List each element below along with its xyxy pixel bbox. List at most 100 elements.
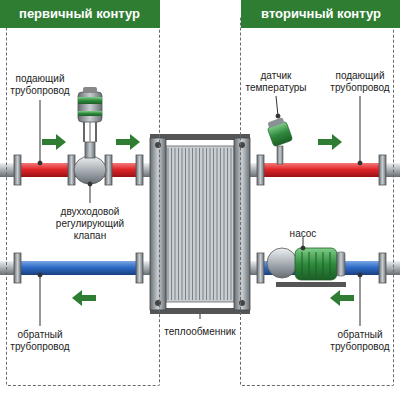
plate-heat-exchanger-symbol-part xyxy=(150,138,166,310)
pump-symbol-part xyxy=(302,252,303,276)
label-slot: насос xyxy=(278,223,328,241)
exchanger-plates-part xyxy=(213,148,214,300)
label-slot: обратный трубопровод xyxy=(323,329,397,354)
pump-symbol-part xyxy=(276,282,346,287)
temperature-sensor-symbol-part xyxy=(277,146,283,164)
return-pipe-primary-part xyxy=(0,261,150,275)
exchanger-plates-part xyxy=(178,148,179,300)
pipe-callout-label: обратный трубопровод xyxy=(323,329,397,353)
region-heading: первичный контур xyxy=(0,0,160,28)
control-valve-symbol-part xyxy=(83,122,85,142)
exchanger-plates-part xyxy=(231,148,232,300)
temperature-sensor-symbol-part xyxy=(265,116,292,146)
return-pipe-secondary-part xyxy=(385,261,400,275)
pipe-callout-label: подающий трубопровод xyxy=(323,70,397,94)
exchanger-plates xyxy=(168,148,231,300)
leader-lines-part xyxy=(40,275,41,326)
flow-arrows-part xyxy=(318,134,342,150)
pump-symbol-part xyxy=(337,252,345,276)
control-valve-symbol-part xyxy=(74,156,106,184)
flow-arrows-part xyxy=(72,290,96,306)
exchanger-plates-part xyxy=(168,148,169,300)
plate-heat-exchanger-symbol-part xyxy=(166,146,234,302)
label-slot: теплообменник xyxy=(152,321,248,339)
leader-lines-part xyxy=(38,161,42,165)
exchanger-plates-part xyxy=(182,148,183,300)
region-heading: вторичный контур xyxy=(241,0,400,28)
pipe-callout-label: обратный трубопровод xyxy=(3,329,77,353)
exchanger-plates-part xyxy=(227,148,228,300)
supply-pipe-secondary-part xyxy=(379,155,386,185)
exchanger-plates-part xyxy=(189,148,190,300)
leader-lines-part xyxy=(38,273,42,277)
leader-lines-part xyxy=(276,114,280,118)
temperature-sensor-symbol xyxy=(265,116,292,164)
label-slot: двухходовой регулирующий клапан xyxy=(48,206,132,243)
supply-pipe-secondary-part xyxy=(250,163,400,177)
plate-heat-exchanger-symbol-part xyxy=(234,138,250,310)
label-slot: датчик температуры xyxy=(238,70,314,95)
exchanger-plates-part xyxy=(185,148,186,300)
control-valve-symbol-part xyxy=(78,92,102,122)
leader-lines-part xyxy=(358,161,362,165)
supply-pipe-primary xyxy=(0,155,150,185)
supply-pipe-primary-part xyxy=(136,155,143,185)
control-valve-symbol xyxy=(68,87,112,185)
leader-lines-part xyxy=(200,314,201,319)
exchanger-plates-part xyxy=(220,148,221,300)
leader-lines-part xyxy=(276,96,278,116)
pipe-callout-label: двухходовой регулирующий клапан xyxy=(48,206,132,242)
exchanger-plates-part xyxy=(206,148,207,300)
plate-heat-exchanger-symbol xyxy=(150,134,250,314)
supply-pipe-secondary xyxy=(250,155,400,185)
exchanger-plates-part xyxy=(196,148,197,300)
pump-symbol-part xyxy=(267,248,297,278)
pump-symbol-part xyxy=(309,252,310,276)
flow-arrows-part xyxy=(330,290,354,306)
leader-lines-part xyxy=(88,182,92,186)
control-valve-symbol-part xyxy=(78,111,102,116)
label-slot: обратный трубопровод xyxy=(3,329,77,354)
return-pipe-secondary-part xyxy=(257,253,264,283)
temperature-sensor-symbol-part-part xyxy=(267,117,284,128)
leader-lines xyxy=(38,96,362,326)
supply-pipe-secondary-part xyxy=(257,155,264,185)
pump-symbol-part xyxy=(295,248,337,280)
pipe-callout-label: теплообменник xyxy=(161,326,238,338)
plate-heat-exchanger-symbol-part xyxy=(155,300,161,306)
exchanger-plates-part xyxy=(203,148,204,300)
return-pipe-primary xyxy=(0,253,150,283)
control-valve-symbol-part xyxy=(89,122,91,142)
exchanger-plates-part xyxy=(192,148,193,300)
plate-heat-exchanger-symbol-part xyxy=(155,142,161,148)
pipe-callout-label: насос xyxy=(290,228,317,240)
leader-lines-part xyxy=(360,96,361,163)
exchanger-plates-part xyxy=(224,148,225,300)
return-pipe-primary-part xyxy=(14,253,21,283)
supply-pipe-secondary-part xyxy=(385,163,400,177)
exchanger-plates-part xyxy=(171,148,172,300)
pipe-callout-label: датчик температуры xyxy=(238,70,314,94)
label-slot: подающий трубопровод xyxy=(3,73,77,98)
pump-symbol-part xyxy=(316,252,317,276)
return-pipe-primary-part xyxy=(0,261,15,275)
flow-arrows-part xyxy=(42,134,66,150)
flow-arrows-part xyxy=(116,134,140,150)
supply-pipe-primary-part xyxy=(14,155,21,185)
return-pipe-primary-part xyxy=(136,253,143,283)
leader-lines-part xyxy=(40,100,41,163)
flow-arrows xyxy=(42,134,354,306)
label-slot: подающий трубопровод xyxy=(323,70,397,95)
control-valve-symbol-part xyxy=(78,97,102,104)
pump-symbol-part xyxy=(323,252,324,276)
exchanger-plates-part xyxy=(175,148,176,300)
control-valve-symbol-part xyxy=(83,87,97,93)
pipe-callout-label: подающий трубопровод xyxy=(3,73,77,97)
pump-symbol xyxy=(267,248,346,287)
control-valve-symbol-part xyxy=(85,142,95,158)
leader-lines-part xyxy=(90,184,91,203)
supply-pipe-primary-part xyxy=(0,163,15,177)
return-pipe-secondary-part xyxy=(379,253,386,283)
leader-lines-part xyxy=(301,246,305,250)
control-valve-symbol-part xyxy=(95,122,97,142)
